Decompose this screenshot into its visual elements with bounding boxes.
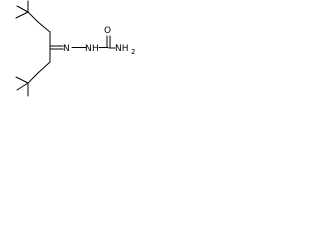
- bond-top-quat-c-methyl-up-left: [16, 5, 29, 13]
- bond-top-quat-c-methyl-left: [15, 11, 29, 19]
- top-tert-butyl-group: [15, 0, 39, 23]
- atom-label-amine-subscript: 2: [131, 48, 135, 56]
- molecule-structure-diagram: N N H O NH 2: [15, 0, 135, 97]
- bond-bottom-quat-c-methyl-left: [15, 76, 29, 84]
- bottom-tert-butyl-group: [15, 76, 29, 97]
- atom-label-hydrazine-h: H: [92, 44, 99, 54]
- bond-bottom-ch2-ch2: [37, 61, 51, 74]
- atom-label-amine-nh: NH: [115, 44, 129, 54]
- bond-bottom-quat-c-methyl-down-left: [16, 82, 29, 91]
- atom-label-hydrazine-n: N: [85, 44, 92, 54]
- bond-bottom-ch2-quat-c: [27, 72, 39, 84]
- bond-top-ch2-ch2: [37, 21, 51, 33]
- bond-top-quat-c-ch2: [27, 11, 39, 23]
- atom-label-imine-n: N: [63, 44, 70, 54]
- atom-label-carbonyl-o: O: [104, 26, 111, 36]
